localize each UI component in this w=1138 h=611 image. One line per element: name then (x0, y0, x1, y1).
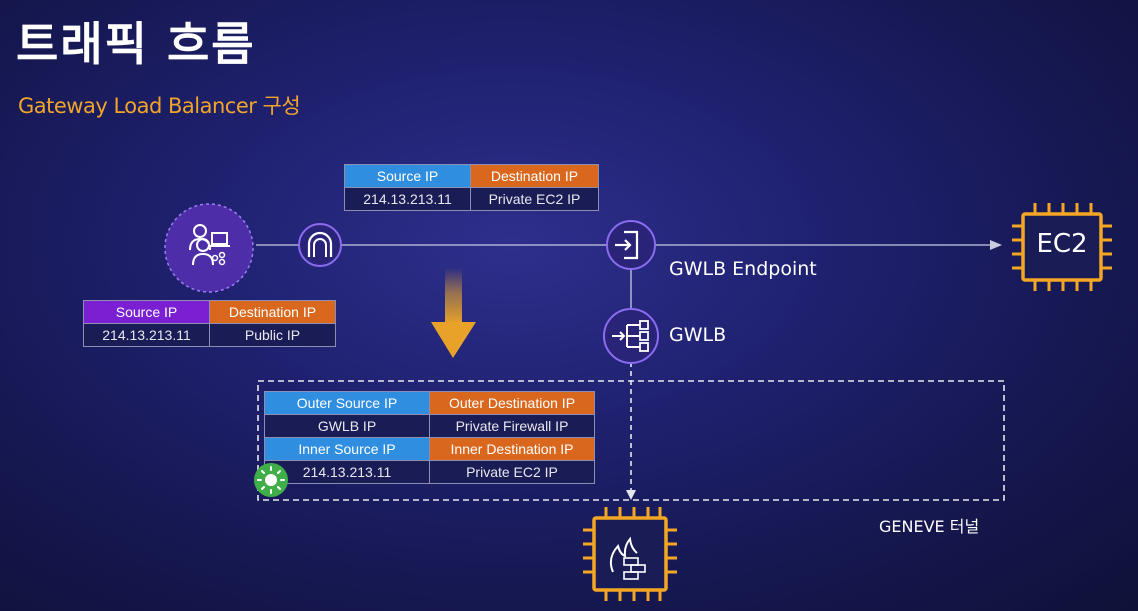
header-source-ip: Source IP (83, 300, 210, 324)
geneve-tunnel-label: GENEVE 터널 (879, 517, 980, 536)
header-outer-source-ip: Outer Source IP (264, 391, 430, 415)
ip-table-geneve: Outer Source IP Outer Destination IP GWL… (264, 391, 595, 484)
ip-table-top: Source IP Destination IP 214.13.213.11 P… (344, 164, 599, 211)
ec2-instance-icon (1012, 203, 1112, 291)
cell-inner-source-ip: 214.13.213.11 (264, 460, 430, 484)
gwlb-endpoint-icon (606, 220, 656, 270)
cell-destination-ip: Public IP (209, 323, 336, 347)
header-destination-ip: Destination IP (209, 300, 336, 324)
ip-table-left: Source IP Destination IP 214.13.213.11 P… (83, 300, 336, 347)
geneve-tunnel-box (257, 380, 1005, 501)
cell-source-ip: 214.13.213.11 (344, 187, 471, 211)
gwlb-label: GWLB (669, 324, 727, 346)
header-outer-destination-ip: Outer Destination IP (429, 391, 595, 415)
ec2-label: EC2 (1036, 229, 1088, 259)
header-inner-destination-ip: Inner Destination IP (429, 437, 595, 461)
gwlb-endpoint-label: GWLB Endpoint (669, 258, 817, 280)
page-title: 트래픽 흐름 (16, 17, 256, 71)
header-inner-source-ip: Inner Source IP (264, 437, 430, 461)
users-laptop-icon (164, 203, 254, 293)
internet-gateway-icon (298, 223, 342, 267)
header-destination-ip: Destination IP (470, 164, 599, 188)
arrow-head-ec2 (990, 240, 1002, 250)
arrow-head-firewall (626, 490, 636, 500)
header-source-ip: Source IP (344, 164, 471, 188)
cell-outer-source-ip: GWLB IP (264, 414, 430, 438)
gateway-load-balancer-icon (603, 308, 659, 364)
down-arrow-icon (431, 268, 476, 358)
firewall-appliance-icon (583, 507, 677, 601)
cell-destination-ip: Private EC2 IP (470, 187, 599, 211)
cell-inner-destination-ip: Private EC2 IP (429, 460, 595, 484)
cell-outer-destination-ip: Private Firewall IP (429, 414, 595, 438)
page-subtitle: Gateway Load Balancer 구성 (18, 94, 301, 118)
cell-source-ip: 214.13.213.11 (83, 323, 210, 347)
